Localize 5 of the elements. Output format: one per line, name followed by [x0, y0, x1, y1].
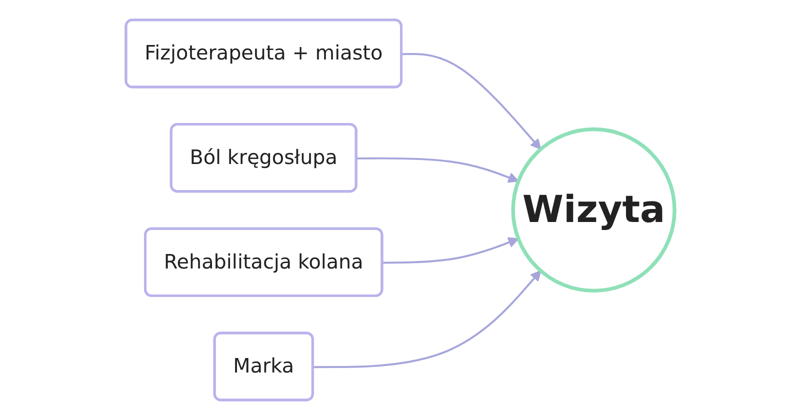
node-circle: Wizyta — [510, 127, 676, 293]
arrow — [313, 270, 541, 368]
arrow — [356, 157, 519, 183]
arrow — [382, 237, 519, 264]
arrow — [402, 53, 541, 150]
